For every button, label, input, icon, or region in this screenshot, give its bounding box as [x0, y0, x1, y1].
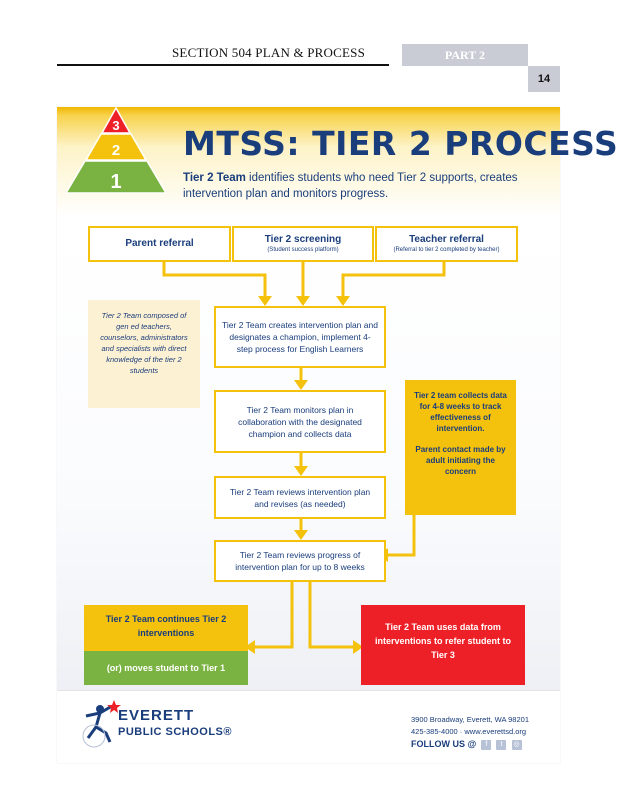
- source-label: Tier 2 screening: [264, 234, 342, 245]
- data-collection-text: Tier 2 team collects data for 4-8 weeks …: [414, 391, 507, 433]
- tier-pyramid: 3 2 1: [64, 106, 168, 194]
- logo-line-1: EVERETT: [118, 707, 195, 724]
- connector-out-right: [308, 582, 356, 649]
- connectors: [162, 262, 446, 649]
- connector-parent: [162, 262, 267, 298]
- facebook-icon: f: [481, 740, 492, 751]
- source-note: (Referral to tier 2 completed by teacher…: [393, 247, 500, 253]
- arrow-out-left: [245, 640, 255, 654]
- poster-subtitle: Tier 2 Team identifies students who need…: [183, 170, 543, 202]
- connector-out-left: [252, 582, 294, 649]
- step-text: Tier 2 Team reviews intervention plan an…: [229, 486, 371, 509]
- source-label: Teacher referral: [409, 234, 484, 245]
- instagram-icon: ◎: [511, 740, 522, 751]
- pyramid-label-2: 2: [112, 142, 120, 159]
- parent-contact-text: Parent contact made by adult initiating …: [415, 445, 506, 476]
- step-review-progress: Tier 2 Team reviews progress of interven…: [214, 540, 386, 582]
- follow-us-label: FOLLOW US @: [411, 739, 477, 749]
- logo-line-2: PUBLIC SCHOOLS®: [118, 726, 232, 738]
- twitter-icon: t: [496, 740, 507, 751]
- outcome-continue-tier2: Tier 2 Team continues Tier 2 interventio…: [84, 605, 248, 651]
- pyramid-tier-3: [100, 106, 132, 134]
- step-text: Tier 2 Team creates intervention plan an…: [222, 320, 378, 354]
- phone-web-text: 425-385-4000 · www.everettsd.org: [411, 727, 527, 736]
- address-text: 3900 Broadway, Everett, WA 98201: [411, 715, 529, 724]
- pyramid-tier-2: [84, 133, 148, 161]
- step-review-plan: Tier 2 Team reviews intervention plan an…: [214, 476, 386, 519]
- connector-note-right: [385, 515, 416, 557]
- source-note: (Student success platform): [267, 247, 339, 253]
- source-teacher-referral: Teacher referral (Referral to tier 2 com…: [375, 226, 518, 262]
- pyramid-label-3: 3: [112, 118, 119, 133]
- subtitle-rest: identifies students who need Tier 2 supp…: [183, 172, 518, 200]
- connector-teacher: [341, 262, 446, 298]
- source-parent-referral: Parent referral: [88, 226, 231, 262]
- header-rule: [57, 64, 389, 66]
- subtitle-team: Tier 2 Team: [183, 172, 246, 184]
- arrow-teacher: [336, 296, 350, 306]
- contact-block: 3900 Broadway, Everett, WA 98201 425-385…: [411, 714, 541, 751]
- arrow-out-right: [353, 640, 363, 654]
- pyramid-label-1: 1: [110, 171, 121, 193]
- step-text: Tier 2 Team reviews progress of interven…: [235, 550, 365, 572]
- source-label: Parent referral: [125, 238, 194, 249]
- poster-title: MTSS: TIER 2 PROCESS: [183, 124, 618, 163]
- arrow-screening: [296, 296, 310, 306]
- page-number: 14: [528, 66, 560, 92]
- arrow-step4: [294, 530, 308, 540]
- section-title: SECTION 504 PLAN & PROCESS: [172, 45, 366, 60]
- outcome-move-tier1: (or) moves student to Tier 1: [84, 651, 248, 685]
- step-create-plan: Tier 2 Team creates intervention plan an…: [214, 306, 386, 368]
- arrow-step2: [294, 380, 308, 390]
- pyramid-tier-1: [64, 160, 168, 194]
- outcome-refer-tier3: Tier 2 Team uses data from interventions…: [361, 605, 525, 685]
- step-monitor-plan: Tier 2 Team monitors plan in collaborati…: [214, 390, 386, 453]
- step-text: Tier 2 Team monitors plan in collaborati…: [238, 404, 362, 439]
- data-collection-note: Tier 2 team collects data for 4-8 weeks …: [405, 380, 516, 515]
- team-composition-note: Tier 2 Team composed of gen ed teachers,…: [88, 300, 200, 408]
- arrow-parent: [258, 296, 272, 306]
- part-label: PART 2: [402, 44, 528, 66]
- district-logo: EVERETT PUBLIC SCHOOLS®: [118, 707, 232, 738]
- poster-footer: [57, 690, 560, 763]
- source-tier2-screening: Tier 2 screening (Student success platfo…: [232, 226, 374, 262]
- arrow-step3: [294, 466, 308, 476]
